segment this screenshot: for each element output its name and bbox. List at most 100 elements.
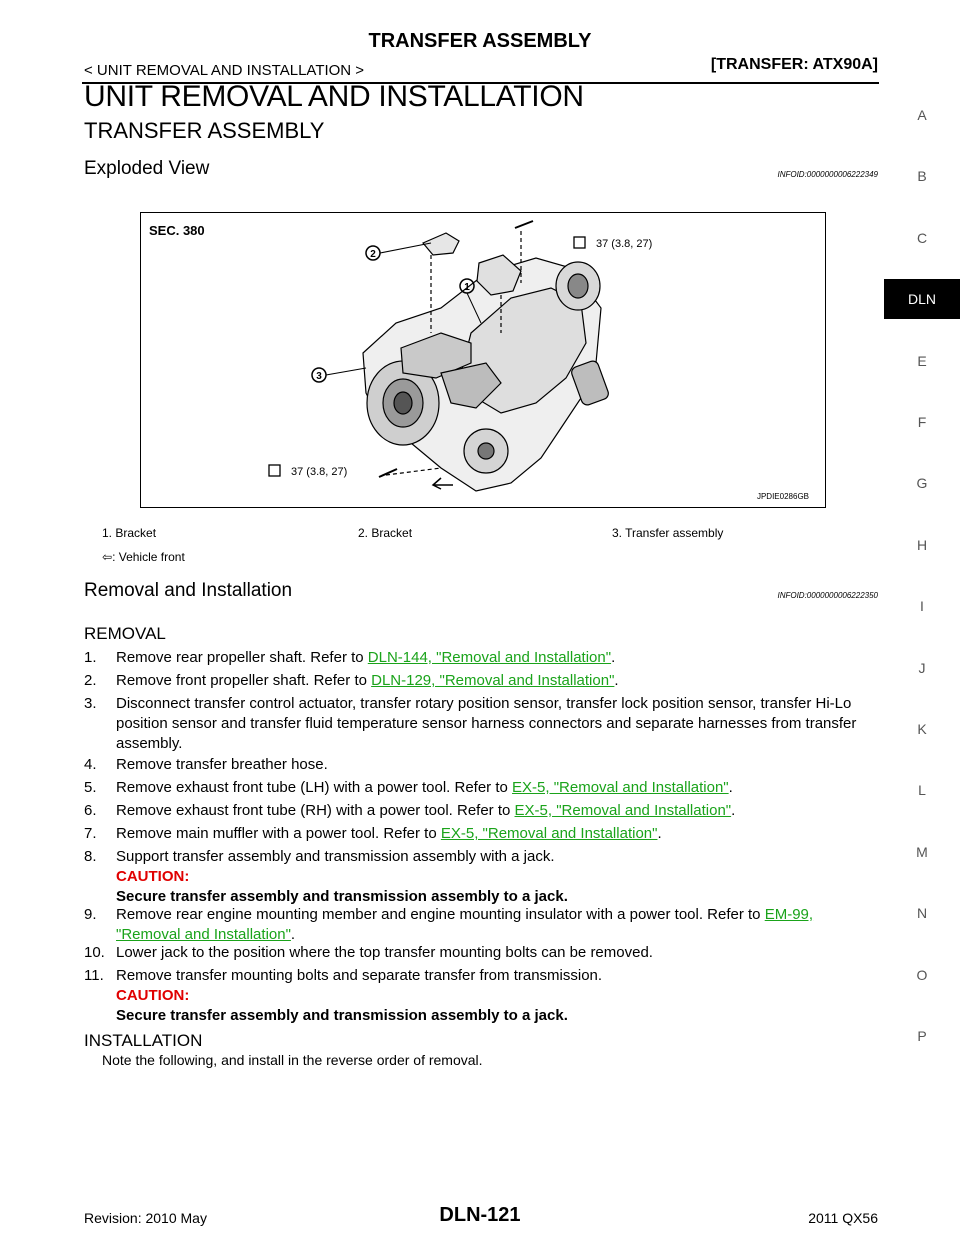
removal-heading: REMOVAL — [84, 624, 166, 643]
step-text: Remove exhaust front tube (LH) with a po… — [116, 778, 880, 798]
step-instruction: Remove exhaust front tube (LH) with a po… — [116, 779, 513, 796]
vehicle-front-label: : Vehicle front — [112, 550, 185, 564]
legend-item-1: 1. Bracket — [102, 526, 157, 540]
removal-step: 11. Remove transfer mounting bolts and se… — [84, 966, 880, 1024]
caution-label: CAUTION: — [116, 868, 190, 885]
step-number: 10. — [84, 944, 105, 961]
legend-item-2: 2. Bracket — [358, 526, 413, 540]
removal-step: 7. Remove main muffler with a power tool.… — [84, 824, 880, 844]
svg-text:37 (3.8, 27): 37 (3.8, 27) — [291, 466, 347, 478]
exploded-view-figure: SEC. 380 2 — [140, 212, 826, 508]
reference-link[interactable]: EX-5, "Removal and Installation" — [440, 825, 658, 842]
removal-step: 9. Remove rear engine mounting member and… — [84, 905, 880, 945]
sidebar-tab-b[interactable]: B — [917, 168, 927, 185]
step-number: 4. — [84, 756, 97, 773]
sidebar-tab-l[interactable]: L — [918, 782, 926, 799]
step-text: Support transfer assembly and transmissi… — [116, 847, 880, 907]
sidebar-tab-f[interactable]: F — [917, 414, 927, 430]
step-instruction: Remove rear propeller shaft. Refer to — [116, 649, 368, 666]
step-text: Remove rear engine mounting member and e… — [116, 905, 880, 945]
footer-revision: Revision: 2010 May — [84, 1210, 207, 1226]
section-title: TRANSFER ASSEMBLY — [84, 118, 325, 143]
svg-text:2: 2 — [370, 249, 376, 260]
step-punctuation: . — [290, 926, 296, 943]
step-punctuation: . — [614, 672, 619, 689]
step-punctuation: . — [731, 802, 736, 819]
step-instruction: Disconnect transfer control actuator, tr… — [116, 695, 857, 752]
legend-item-3: 3. Transfer assembly — [612, 526, 724, 540]
step-number: 5. — [84, 779, 97, 796]
transfer-illustration: SEC. 380 2 — [149, 220, 809, 501]
callout-2: 2 — [365, 242, 432, 261]
removal-step: 2. Remove front propeller shaft. Refer to… — [84, 671, 880, 691]
step-text: Remove main muffler with a power tool. R… — [116, 824, 880, 844]
step-instruction: Remove rear engine mounting member and e… — [116, 906, 765, 923]
step-number: 7. — [84, 825, 97, 842]
transfer-body-drawing — [362, 220, 609, 492]
figure-id: JPDIE0286GB — [757, 492, 809, 501]
reference-link[interactable]: EX-5, "Removal and Installation" — [514, 802, 732, 819]
removal-step: 5. Remove exhaust front tube (LH) with a … — [84, 778, 880, 798]
reference-link[interactable]: DLN-144, "Removal and Installation" — [367, 649, 612, 666]
reference-link[interactable]: DLN-129, "Removal and Installation" — [371, 672, 615, 689]
sidebar-tab-p[interactable]: P — [917, 1028, 927, 1044]
step-text: Remove transfer breather hose. — [116, 755, 880, 775]
svg-text:37 (3.8, 27): 37 (3.8, 27) — [596, 238, 652, 250]
removal-step: 1. Remove rear propeller shaft. Refer to … — [84, 648, 880, 668]
step-number: 8. — [84, 848, 97, 865]
sidebar-tab-c[interactable]: C — [916, 229, 928, 246]
breadcrumb: < UNIT REMOVAL AND INSTALLATION > — [84, 62, 365, 79]
header-rule — [82, 82, 879, 84]
caution-label: CAUTION: — [116, 987, 190, 1004]
model-label: [TRANSFER: ATX90A] — [710, 56, 878, 73]
footer-model-year: 2011 QX56 — [808, 1210, 878, 1226]
sidebar-tab-j[interactable]: J — [918, 659, 926, 676]
callout-3: 3 — [311, 367, 367, 383]
installation-text: Note the following, and install in the r… — [102, 1052, 483, 1068]
sidebar-tab-dln[interactable]: DLN — [884, 279, 960, 320]
removal-step: 10. Lower jack to the position where the … — [84, 943, 880, 963]
removal-step: 4. Remove transfer breather hose. — [84, 755, 880, 775]
step-instruction: Remove transfer breather hose. — [116, 756, 328, 773]
sidebar-tab-k[interactable]: K — [917, 721, 927, 737]
caution-text: Secure transfer assembly and transmissio… — [116, 888, 568, 905]
svg-text:1: 1 — [464, 282, 470, 293]
step-number: 9. — [84, 906, 97, 923]
torque-label-bottom: 37 (3.8, 27) — [268, 464, 347, 478]
running-title: TRANSFER ASSEMBLY — [368, 30, 592, 52]
installation-heading: INSTALLATION — [84, 1031, 203, 1050]
sidebar-tab-m[interactable]: M — [916, 843, 928, 860]
step-punctuation: . — [728, 779, 733, 796]
page-heading: UNIT REMOVAL AND INSTALLATION — [84, 80, 584, 113]
step-punctuation: . — [611, 649, 616, 666]
reference-link[interactable]: EM-99, "Removal and Installation" — [116, 906, 814, 943]
removal-installation-heading: Removal and Installation — [84, 580, 293, 601]
sidebar-tab-e[interactable]: E — [917, 352, 927, 369]
sec-label: SEC. 380 — [149, 223, 205, 238]
sidebar-tab-h[interactable]: H — [916, 536, 928, 553]
step-text: Disconnect transfer control actuator, tr… — [116, 694, 880, 754]
sidebar-tab-g[interactable]: G — [916, 475, 928, 492]
callout-1: 1 — [459, 278, 482, 324]
sidebar-tab-o[interactable]: O — [916, 966, 928, 983]
removal-step: 6.Remove exhaust front tube (RH) with a … — [84, 801, 880, 821]
reference-link[interactable]: EX-5, "Removal and Installation" — [512, 779, 729, 796]
legend-vehicle-front: ⇦: Vehicle front — [102, 550, 185, 564]
step-text: Lower jack to the position where the top… — [116, 943, 880, 963]
step-instruction: Remove front propeller shaft. Refer to — [116, 672, 372, 689]
step-instruction: Remove transfer mounting bolts and separ… — [116, 967, 603, 984]
step-number: 11. — [84, 967, 104, 984]
infoid-removal: INFOID:0000000006222350 — [777, 591, 878, 600]
step-number: 3. — [84, 695, 97, 712]
sidebar-tab-n[interactable]: N — [916, 905, 928, 922]
step-number: 1. — [84, 649, 97, 666]
infoid-exploded: INFOID:0000000006222349 — [777, 170, 878, 179]
step-text: Remove transfer mounting bolts and separ… — [116, 966, 880, 1026]
footer-page-number: DLN-121 — [439, 1204, 521, 1226]
step-text: Remove rear propeller shaft. Refer to DL… — [116, 648, 880, 668]
sidebar-tab-i[interactable]: I — [920, 598, 924, 615]
step-text: Remove exhaust front tube (RH) with a po… — [116, 801, 880, 821]
step-punctuation: . — [657, 825, 662, 842]
step-number: 2. — [84, 672, 97, 689]
sidebar-tab-a[interactable]: A — [917, 107, 927, 123]
